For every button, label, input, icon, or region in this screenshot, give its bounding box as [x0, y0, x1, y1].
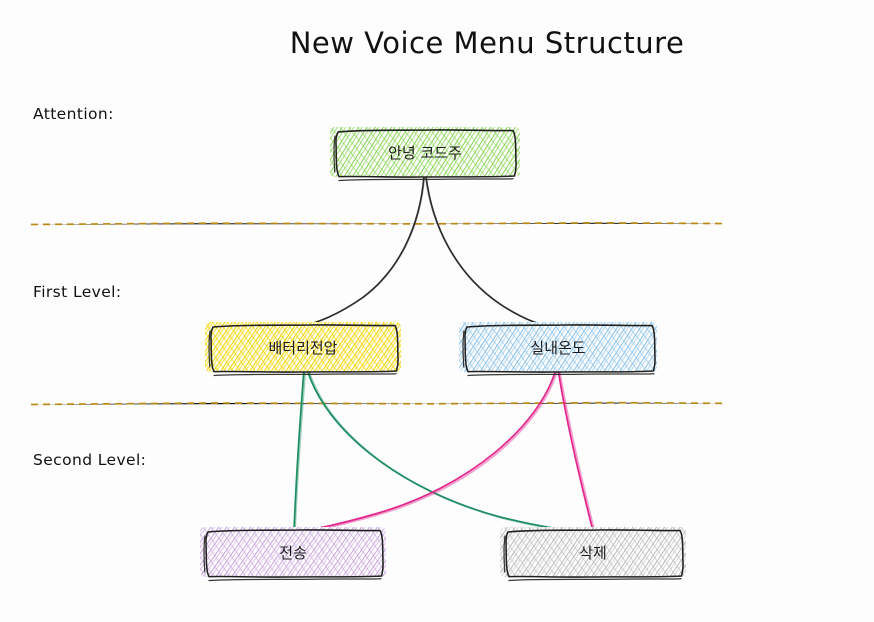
edge-indoor-temp-to-delete — [557, 368, 596, 532]
lane-label-first-level: First Level: — [33, 283, 121, 301]
node-battery-voltage-fill-cross — [205, 322, 401, 372]
node-indoor-temp-border — [464, 324, 656, 373]
lane-label-second-level: Second Level: — [33, 451, 146, 469]
node-greeting-border — [335, 129, 517, 178]
node-greeting-label: 안녕 코드주 — [388, 144, 462, 162]
edge-battery-voltage-to-delete — [306, 368, 597, 535]
node-send-border — [205, 529, 384, 578]
node-send-border-sketch — [203, 535, 382, 582]
node-delete[interactable]: 삭제 — [500, 527, 686, 582]
node-battery-voltage-border-sketch — [208, 330, 397, 377]
node-greeting[interactable]: 안녕 코드주 — [330, 127, 520, 182]
edge-greeting-to-battery-voltage — [303, 175, 426, 327]
node-indoor-temp-label: 실내온도 — [530, 339, 585, 357]
node-greeting-border-sketch — [333, 135, 514, 182]
edge-battery-voltage-to-send — [293, 368, 307, 532]
lane-divider-attention-first — [30, 221, 727, 226]
node-delete-fill-cross — [500, 527, 686, 577]
node-delete-border-sketch — [503, 535, 682, 582]
lane-divider-first-second — [30, 401, 727, 406]
edge-greeting-to-indoor-temp — [424, 175, 557, 329]
node-delete-border — [505, 529, 684, 578]
lane-label-attention: Attention: — [33, 105, 114, 123]
node-send-fill-cross — [200, 527, 386, 577]
node-battery-voltage-border — [210, 324, 399, 373]
node-delete-label: 삭제 — [579, 544, 607, 562]
page-title: New Voice Menu Structure — [290, 26, 685, 60]
node-indoor-temp-fill-cross — [459, 322, 657, 372]
node-send[interactable]: 전송 — [200, 527, 386, 582]
node-indoor-temp-border-sketch — [462, 330, 655, 377]
node-indoor-temp[interactable]: 실내온도 — [459, 322, 657, 377]
node-battery-voltage-label: 배터리전압 — [268, 339, 337, 357]
node-battery-voltage[interactable]: 배터리전압 — [205, 322, 401, 377]
node-greeting-fill-cross — [330, 127, 520, 177]
node-send-label: 전송 — [279, 544, 307, 562]
edge-indoor-temp-to-send — [290, 368, 559, 535]
